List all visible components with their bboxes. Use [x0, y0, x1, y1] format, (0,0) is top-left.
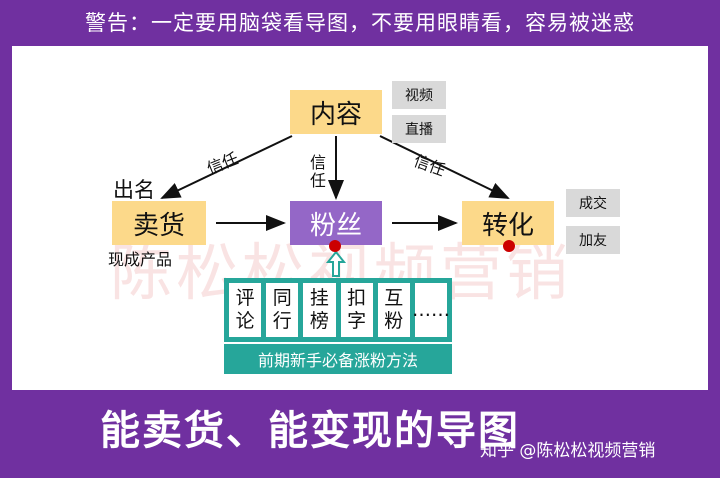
tag-video: 视频 — [392, 81, 446, 109]
method-item: 扣字 — [340, 283, 373, 337]
method-item: 挂榜 — [303, 283, 336, 337]
node-fans-label: 粉丝 — [309, 210, 362, 241]
tag-friend: 加友 — [566, 226, 620, 254]
credit-text: 知乎 @陈松松视频营销 — [480, 441, 656, 461]
method-item: 评论 — [229, 283, 262, 337]
warning-banner: 警告：一定要用脑袋看导图，不要用眼睛看，容易被迷惑 — [0, 0, 720, 44]
node-sell: 卖货 — [112, 201, 206, 245]
label-trust-middle: 信任 — [310, 153, 327, 190]
tag-live: 直播 — [392, 115, 446, 143]
node-content: 内容 — [290, 90, 382, 134]
methods-grid: 评论 同行 挂榜 扣字 互粉 …… — [224, 278, 452, 342]
dot-fans — [329, 240, 341, 252]
label-fame: 出名 — [113, 178, 155, 202]
node-convert: 转化 — [462, 201, 554, 245]
node-convert-label: 转化 — [481, 210, 534, 241]
arrow-content-to-sell — [160, 135, 293, 199]
bottom-title: 能卖货、能变现的导图 — [100, 408, 520, 454]
arrow-content-to-convert — [379, 135, 510, 199]
node-fans: 粉丝 — [290, 201, 382, 245]
method-item: 同行 — [266, 283, 299, 337]
node-sell-label: 卖货 — [132, 210, 185, 241]
hollow-up-arrow — [325, 250, 347, 277]
label-product: 现成产品 — [108, 250, 173, 269]
node-content-label: 内容 — [309, 99, 362, 130]
method-item: 互粉 — [377, 283, 410, 337]
methods-caption: 前期新手必备涨粉方法 — [224, 344, 452, 374]
tag-deal: 成交 — [566, 189, 620, 217]
method-item: …… — [412, 283, 450, 337]
dot-convert — [503, 240, 515, 252]
warning-text: 警告：一定要用脑袋看导图，不要用眼睛看，容易被迷惑 — [85, 11, 635, 35]
